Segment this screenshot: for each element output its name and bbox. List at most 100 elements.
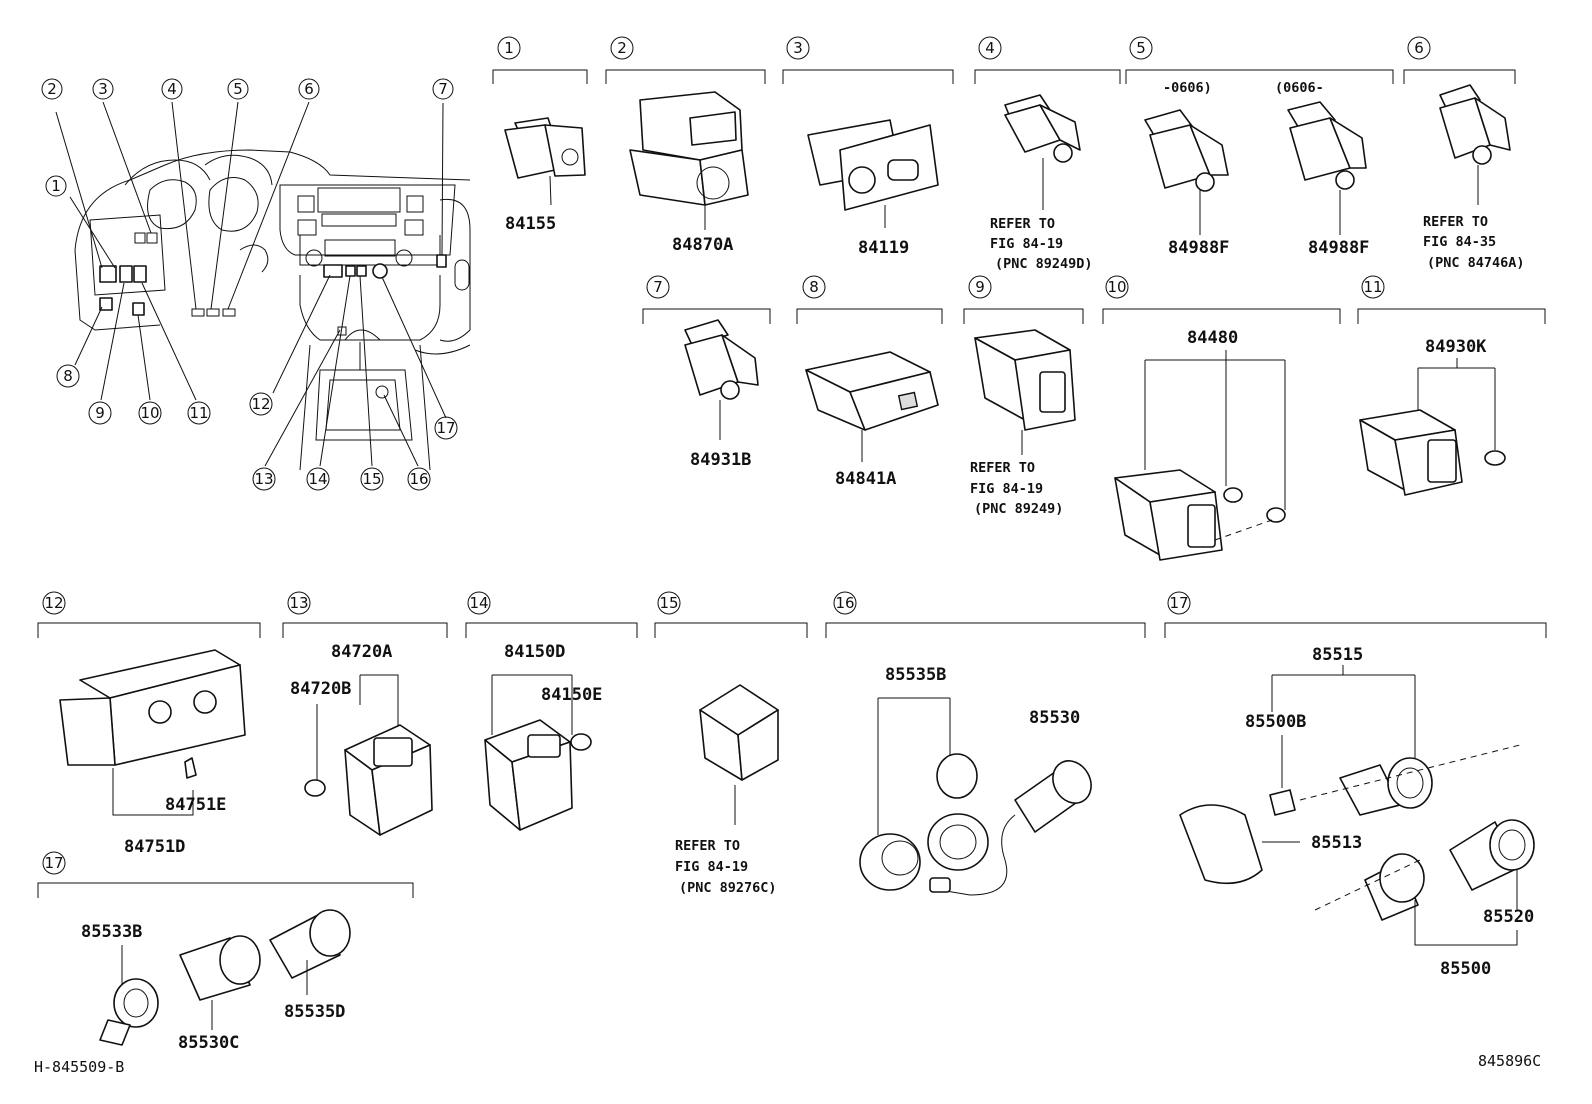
svg-text:8: 8 [809,278,819,296]
part-85530: 85530 [1029,708,1080,728]
svg-text:13: 13 [254,470,273,488]
svg-text:8: 8 [63,367,73,385]
svg-text:4: 4 [167,80,177,98]
group-1: 1 84155 [492,36,588,234]
dashboard-overview: 1 2 3 4 5 6 7 8 9 10 11 12 13 14 15 16 1… [41,78,471,491]
svg-text:3: 3 [98,80,108,98]
svg-text:2: 2 [47,80,57,98]
group-16: 16 85535B 85530 [825,591,1146,896]
group-14: 14 84150D 84150E [465,591,638,831]
part-85533B: 85533B [81,922,142,942]
svg-text:12: 12 [44,594,63,612]
part-84720B: 84720B [290,679,351,699]
group-7: 7 84931B [642,275,771,470]
overview-callout-1: 1 [45,175,67,197]
part-84988F-b: 84988F [1308,238,1369,258]
overview-callout-2: 2 [41,78,63,100]
range-until-0606: -0606) [1163,80,1212,96]
svg-text:REFER TO: REFER TO [970,460,1035,476]
svg-text:6: 6 [1414,39,1424,57]
overview-callout-9: 9 [88,401,112,425]
figure-code-right: 845896C [1478,1052,1541,1070]
overview-callout-12: 12 [249,392,273,416]
part-84841A: 84841A [835,469,896,489]
svg-text:REFER TO: REFER TO [1423,214,1488,230]
svg-text:17: 17 [1169,594,1188,612]
overview-callout-8: 8 [56,364,80,388]
figure-code-left: H-845509-B [34,1058,124,1076]
part-84720A: 84720A [331,642,392,662]
svg-text:3: 3 [793,39,803,57]
svg-text:10: 10 [140,404,159,422]
part-84119: 84119 [858,238,909,258]
group-10: 10 84480 [1102,275,1341,561]
svg-text:FIG 84-19: FIG 84-19 [675,859,748,875]
group-1-index: 1 [504,39,514,57]
svg-text:12: 12 [251,395,270,413]
group-5: 5 -0606) (0606- 84988F 84988F [1125,36,1394,258]
group-11: 11 84930K [1357,275,1546,496]
svg-text:17: 17 [44,854,63,872]
part-84870A: 84870A [672,235,733,255]
part-84480: 84480 [1187,328,1238,348]
svg-text:14: 14 [308,470,327,488]
group-9: 9 REFER TO FIG 84-19 (PNC 89249) [963,275,1084,517]
part-85535B: 85535B [885,665,946,685]
overview-callout-3: 3 [92,78,114,100]
svg-text:16: 16 [409,470,428,488]
svg-text:11: 11 [1363,278,1382,296]
svg-text:7: 7 [438,80,448,98]
svg-text:FIG 84-19: FIG 84-19 [990,236,1063,252]
group-4: 4 REFER TO FIG 84-19 (PNC 89249D) [974,36,1121,272]
svg-text:FIG 84-35: FIG 84-35 [1423,234,1496,250]
range-from-0606: (0606- [1275,80,1324,96]
part-85530C: 85530C [178,1033,239,1053]
svg-text:13: 13 [289,594,308,612]
group-2: 2 84870A [605,36,766,255]
svg-text:9: 9 [975,278,985,296]
svg-text:7: 7 [653,278,663,296]
part-84155: 84155 [505,214,556,234]
overview-callout-15: 15 [360,467,384,491]
svg-text:11: 11 [189,404,208,422]
group-12: 12 84751E 84751D [37,591,261,857]
overview-callout-17: 17 [434,416,458,440]
part-84150D: 84150D [504,642,565,662]
svg-text:17: 17 [436,419,455,437]
svg-text:14: 14 [469,594,488,612]
svg-text:FIG 84-19: FIG 84-19 [970,481,1043,497]
svg-text:(PNC 89249): (PNC 89249) [974,501,1063,517]
overview-callout-7: 7 [432,78,454,100]
svg-text:9: 9 [95,404,105,422]
svg-text:10: 10 [1107,278,1126,296]
svg-text:2: 2 [617,39,627,57]
svg-text:6: 6 [304,80,314,98]
overview-callout-11: 11 [187,401,211,425]
svg-text:(PNC 89249D): (PNC 89249D) [995,256,1093,272]
group-3: 3 84119 [782,36,954,258]
part-85515: 85515 [1312,645,1363,665]
overview-callout-6: 6 [298,78,320,100]
part-84751E: 84751E [165,795,226,815]
svg-text:16: 16 [835,594,854,612]
part-84931B: 84931B [690,450,751,470]
overview-callout-13: 13 [252,467,276,491]
svg-text:5: 5 [233,80,243,98]
part-85520: 85520 [1483,907,1534,927]
overview-callout-5: 5 [227,78,249,100]
svg-text:1: 1 [51,177,61,195]
part-85500B: 85500B [1245,712,1306,732]
svg-text:4: 4 [985,39,995,57]
overview-callout-10: 10 [138,401,162,425]
group-17-right: 17 85515 85500B 85513 85520 85500 [1164,591,1547,979]
part-84988F-a: 84988F [1168,238,1229,258]
svg-text:5: 5 [1136,39,1146,57]
overview-callout-4: 4 [161,78,183,100]
group-17-bottom: 17 85533B 85530C 85535D [37,851,414,1053]
part-85513: 85513 [1311,833,1362,853]
svg-text:(PNC 89276C): (PNC 89276C) [679,880,777,896]
svg-text:REFER TO: REFER TO [990,216,1055,232]
svg-text:(PNC 84746A): (PNC 84746A) [1427,255,1525,271]
